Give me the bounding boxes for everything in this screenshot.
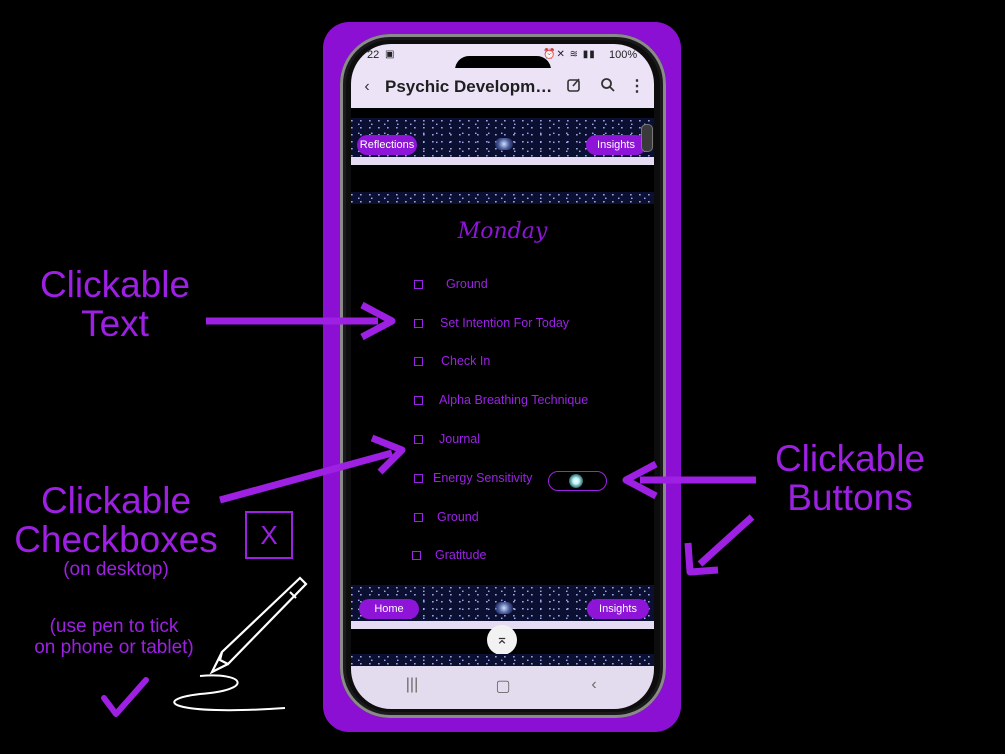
callout-clickable-text: Clickable Text bbox=[20, 264, 210, 344]
link-ground[interactable]: Ground bbox=[446, 277, 488, 291]
search-icon[interactable] bbox=[598, 77, 618, 97]
arrow-to-energy-button bbox=[622, 460, 756, 500]
battery-level: 100% bbox=[609, 49, 638, 61]
insights-button-bottom[interactable]: Insights bbox=[587, 599, 649, 619]
galaxy-icon-bottom bbox=[495, 602, 513, 614]
back-arrow-icon[interactable]: ‹ bbox=[364, 78, 370, 95]
galaxy-icon bbox=[495, 138, 513, 150]
arrow-to-bottom-buttons bbox=[684, 514, 755, 576]
recents-icon[interactable]: ||| bbox=[405, 676, 419, 693]
checkbox-set-intention[interactable] bbox=[414, 319, 423, 328]
scroll-top-icon[interactable]: ⌅ bbox=[487, 625, 517, 655]
edit-icon[interactable] bbox=[564, 77, 584, 97]
checkbox-ground[interactable] bbox=[414, 280, 423, 289]
callout-checkbox-line2: Checkboxes bbox=[14, 518, 218, 560]
callout-buttons-line2: Buttons bbox=[787, 476, 913, 518]
arrow-to-checkbox bbox=[219, 434, 406, 504]
callout-checkbox-sub: (on desktop) bbox=[63, 558, 169, 580]
arrow-to-text bbox=[206, 301, 396, 341]
phone-screen: 22 ▣ ⏰✕ ≋ ▮▮ 100% ‹ Psychic Developme...… bbox=[351, 44, 654, 709]
checkbox-journal[interactable] bbox=[414, 435, 423, 444]
scrollbar-handle[interactable] bbox=[641, 124, 653, 152]
starry-strip-bottom bbox=[351, 654, 654, 666]
pen-icon bbox=[173, 576, 308, 712]
callout-text-line2: Text bbox=[81, 302, 149, 344]
checkbox-gratitude[interactable] bbox=[412, 551, 421, 560]
energy-sensitivity-button[interactable] bbox=[548, 471, 607, 491]
checkmark-icon bbox=[101, 677, 149, 717]
energy-glow-icon bbox=[569, 474, 583, 488]
link-ground-2[interactable]: Ground bbox=[437, 510, 479, 524]
pen-hint-line2: on phone or tablet) bbox=[34, 636, 194, 658]
link-gratitude[interactable]: Gratitude bbox=[435, 548, 487, 562]
pen-hint: (use pen to tick on phone or tablet) bbox=[14, 616, 214, 659]
checkbox-check-in[interactable] bbox=[414, 357, 423, 366]
callout-checkbox-line1: Clickable bbox=[40, 480, 192, 521]
checkbox-ground-2[interactable] bbox=[414, 513, 423, 522]
android-nav-bar: ||| ▢ ‹ bbox=[351, 666, 654, 709]
example-checkbox: X bbox=[245, 511, 293, 559]
more-vert-icon[interactable]: ⋮ bbox=[629, 78, 645, 95]
link-set-intention[interactable]: Set Intention For Today bbox=[440, 316, 570, 330]
callout-text-line1: Clickable bbox=[39, 264, 191, 305]
callout-clickable-checkboxes: Clickable Checkboxes (on desktop) bbox=[6, 480, 226, 580]
link-alpha-breathing[interactable]: Alpha Breathing Technique bbox=[439, 393, 589, 407]
checkbox-energy-sensitivity[interactable] bbox=[414, 474, 423, 483]
app-bar: ‹ Psychic Developme... ⋮ bbox=[351, 68, 654, 108]
day-title: Monday bbox=[457, 219, 548, 244]
banner-divider bbox=[351, 157, 654, 165]
checkbox-alpha-breathing[interactable] bbox=[414, 396, 423, 405]
home-button[interactable]: Home bbox=[359, 599, 419, 619]
callout-buttons-line1: Clickable bbox=[774, 438, 926, 479]
link-energy-sensitivity[interactable]: Energy Sensitivity bbox=[433, 471, 533, 485]
back-nav-icon[interactable]: ‹ bbox=[591, 676, 597, 693]
link-check-in[interactable]: Check In bbox=[441, 354, 491, 368]
status-icons: ⏰✕ ≋ ▮▮ bbox=[543, 49, 596, 60]
gallery-icon: ▣ bbox=[385, 49, 395, 60]
starry-strip bbox=[351, 192, 654, 204]
link-journal[interactable]: Journal bbox=[439, 432, 480, 446]
pen-hint-line1: (use pen to tick bbox=[49, 616, 179, 637]
status-time: 22 bbox=[367, 49, 380, 61]
home-icon[interactable]: ▢ bbox=[495, 678, 511, 695]
callout-clickable-buttons: Clickable Buttons bbox=[760, 438, 940, 518]
reflections-button[interactable]: Reflections bbox=[357, 135, 417, 155]
insights-button-top[interactable]: Insights bbox=[586, 135, 646, 155]
